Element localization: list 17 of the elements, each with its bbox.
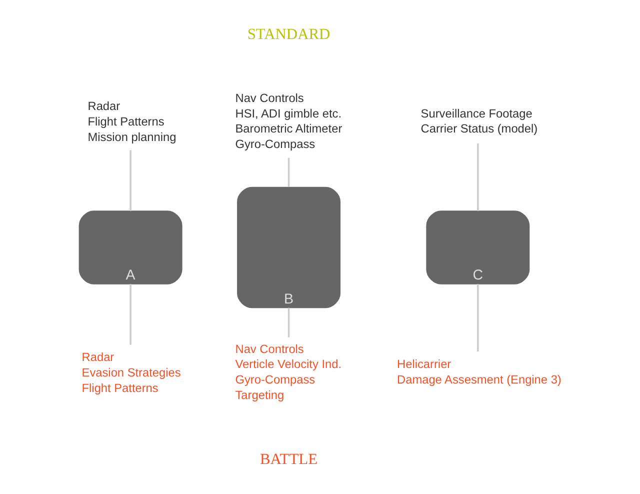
node-text: Nav Controls Verticle Velocity Ind. Gyro-Compass Targeting [235,341,342,402]
node-text: Nav Controls HSI, ADI gimble etc. Barometric Altimeter Gyro-Compass [235,90,342,151]
label: STANDARD [247,26,330,43]
node-box: B [237,186,341,308]
node-box: C [426,210,530,284]
node-text: Surveillance Footage Carrier Status (model) [420,106,538,136]
connector [130,150,132,210]
node-text: Helicarrier Damage Assesment (Engine 3) [397,356,562,386]
label: BATTLE [260,450,318,468]
connector [477,143,479,210]
node-text: Radar Flight Patterns Mission planning [88,98,176,144]
node-box: A [78,210,182,284]
connector [288,157,290,186]
node-text: Radar Evasion Strategies Flight Patterns [82,350,181,395]
connector [288,307,290,337]
connector [130,283,132,344]
connector [477,283,479,351]
